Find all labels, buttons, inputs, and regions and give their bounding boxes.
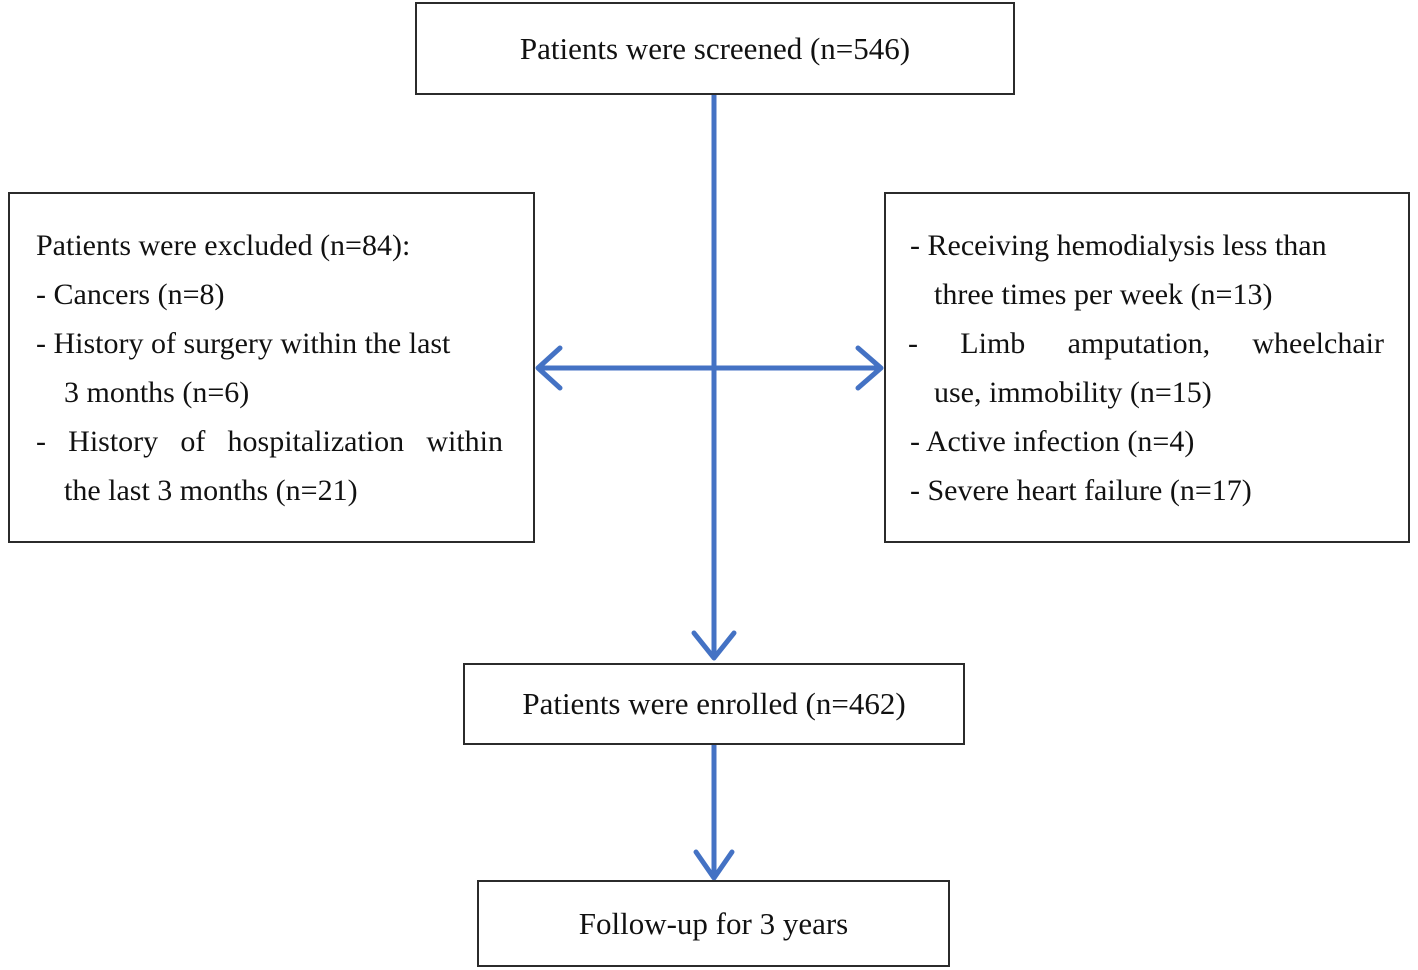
excluded-right-item-3: - Active infection (n=4) <box>910 424 1195 458</box>
node-excluded-left: Patients were excluded (n=84): - Cancers… <box>8 192 535 543</box>
excluded-right-item-2-cont: use, immobility (n=15) <box>934 375 1212 409</box>
excluded-left-item-3-w3: hospitalization <box>227 424 405 458</box>
excluded-left-heading: Patients were excluded (n=84): <box>36 228 411 262</box>
excluded-left-item-1: - Cancers (n=8) <box>36 277 225 311</box>
excluded-right-list: - Receiving hemodialysis less than three… <box>886 221 1408 515</box>
excluded-left-item-2-cont: 3 months (n=6) <box>64 375 250 409</box>
excluded-right-item-2-w1: Limb <box>960 326 1026 360</box>
excluded-left-item-3-w0: - <box>36 424 46 458</box>
excluded-right-item-1: - Receiving hemodialysis less than <box>910 228 1327 262</box>
node-screened: Patients were screened (n=546) <box>415 2 1015 95</box>
excluded-right-item-4: - Severe heart failure (n=17) <box>910 473 1252 507</box>
excluded-left-item-3-w4: within <box>426 424 503 458</box>
node-followup-label: Follow-up for 3 years <box>578 905 849 941</box>
node-enrolled: Patients were enrolled (n=462) <box>463 663 965 745</box>
excluded-right-item-2-w3: wheelchair <box>1252 326 1384 360</box>
node-excluded-right: - Receiving hemodialysis less than three… <box>884 192 1410 543</box>
node-screened-label: Patients were screened (n=546) <box>519 30 911 66</box>
excluded-left-item-3-w1: History <box>68 424 159 458</box>
excluded-left-item-3: - History of hospitalization within <box>30 417 517 466</box>
arrowhead-left-icon <box>535 345 563 391</box>
arrowhead-right-icon <box>855 345 884 391</box>
excluded-left-item-3-w2: of <box>180 424 206 458</box>
excluded-left-item-3-cont: the last 3 months (n=21) <box>64 473 358 507</box>
node-followup: Follow-up for 3 years <box>477 880 950 967</box>
arrowhead-down-enrolled-icon <box>691 630 737 661</box>
node-enrolled-label: Patients were enrolled (n=462) <box>522 686 906 722</box>
excluded-right-item-1-cont: three times per week (n=13) <box>934 277 1273 311</box>
excluded-right-item-2-w2: amputation, <box>1067 326 1211 360</box>
excluded-left-item-2: - History of surgery within the last <box>36 326 451 360</box>
excluded-left-list: Patients were excluded (n=84): - Cancers… <box>10 221 533 515</box>
excluded-right-item-2: - Limb amputation, wheelchair <box>904 319 1394 368</box>
arrowhead-down-followup-icon <box>693 849 735 881</box>
excluded-right-item-2-w0: - <box>908 326 918 360</box>
